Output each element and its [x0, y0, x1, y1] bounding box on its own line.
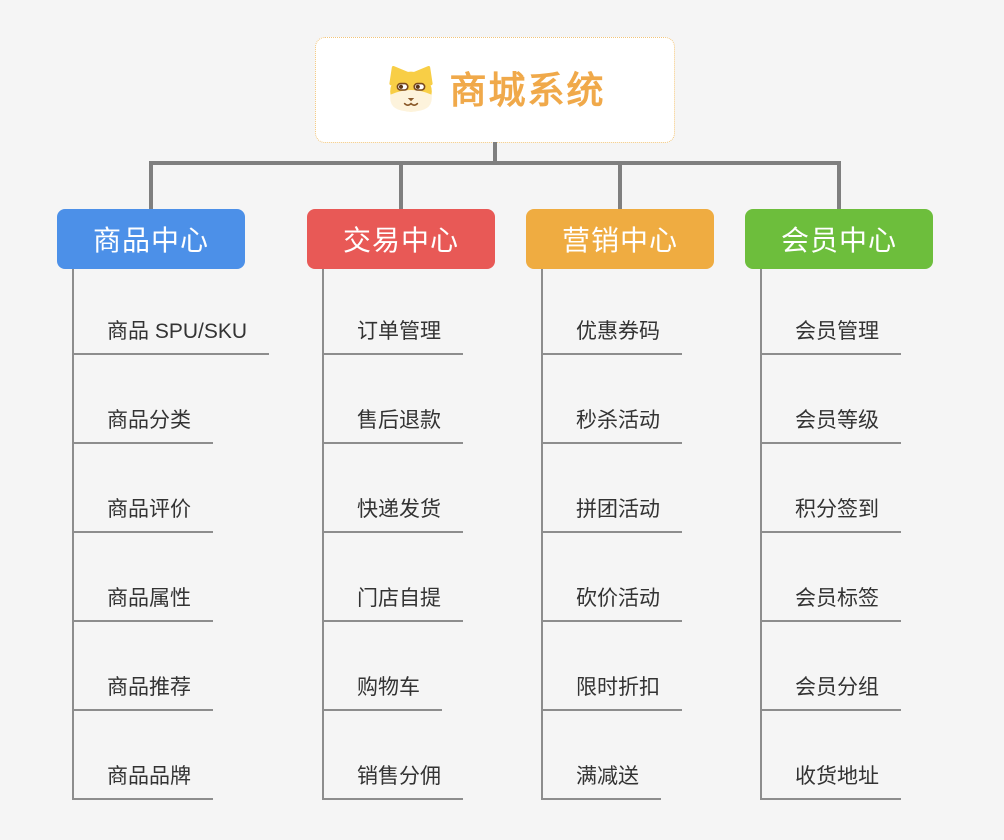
branch-topic-marketing-center[interactable]: 营销中心 [526, 209, 714, 269]
subtopic-store-pickup[interactable]: 门店自提 [322, 587, 463, 622]
connector-root-drop [493, 142, 497, 163]
dog-face-icon [388, 66, 433, 112]
branch-topic-product-center[interactable]: 商品中心 [57, 209, 245, 269]
subtopic-product-attribute[interactable]: 商品属性 [72, 587, 213, 622]
subtopic-member-management[interactable]: 会员管理 [760, 320, 901, 355]
subtopic-shopping-cart[interactable]: 购物车 [322, 676, 442, 711]
branch-topic-trade-center[interactable]: 交易中心 [307, 209, 495, 269]
connector-drop-branch-1 [149, 163, 153, 210]
connector-drop-branch-4 [837, 163, 841, 210]
branch-trunk-line [760, 269, 762, 800]
subtopic-flash-sale[interactable]: 秒杀活动 [541, 409, 682, 444]
subtopic-member-level[interactable]: 会员等级 [760, 409, 901, 444]
subtopic-bargain-activity[interactable]: 砍价活动 [541, 587, 682, 622]
subtopic-group-buy[interactable]: 拼团活动 [541, 498, 682, 533]
subtopic-order-management[interactable]: 订单管理 [322, 320, 463, 355]
branch-trunk-line [541, 269, 543, 800]
branch-topic-member-center[interactable]: 会员中心 [745, 209, 933, 269]
branch-items-member-center: 会员管理 会员等级 积分签到 会员标签 会员分组 收货地址 [760, 266, 901, 800]
connector-drop-branch-2 [399, 163, 403, 210]
branch-items-product-center: 商品 SPU/SKU 商品分类 商品评价 商品属性 商品推荐 商品品牌 [72, 266, 270, 800]
subtopic-member-tag[interactable]: 会员标签 [760, 587, 901, 622]
root-topic[interactable]: 商城系统 [315, 37, 675, 143]
subtopic-product-recommend[interactable]: 商品推荐 [72, 676, 213, 711]
subtopic-aftersale-refund[interactable]: 售后退款 [322, 409, 463, 444]
connector-bus [149, 161, 841, 165]
subtopic-member-group[interactable]: 会员分组 [760, 676, 901, 711]
branch-items-marketing-center: 优惠券码 秒杀活动 拼团活动 砍价活动 限时折扣 满减送 [541, 266, 682, 800]
subtopic-full-reduction[interactable]: 满减送 [541, 765, 661, 800]
subtopic-points-checkin[interactable]: 积分签到 [760, 498, 901, 533]
subtopic-limited-time-discount[interactable]: 限时折扣 [541, 676, 682, 711]
subtopic-shipping-address[interactable]: 收货地址 [760, 765, 901, 800]
subtopic-product-spu-sku[interactable]: 商品 SPU/SKU [72, 320, 270, 355]
subtopic-product-category[interactable]: 商品分类 [72, 409, 213, 444]
subtopic-sales-commission[interactable]: 销售分佣 [322, 765, 463, 800]
subtopic-express-delivery[interactable]: 快递发货 [322, 498, 463, 533]
subtopic-product-review[interactable]: 商品评价 [72, 498, 213, 533]
branch-trunk-line [72, 269, 74, 800]
root-topic-label: 商城系统 [449, 69, 606, 111]
subtopic-product-brand[interactable]: 商品品牌 [72, 765, 213, 800]
connector-drop-branch-3 [618, 163, 622, 210]
subtopic-coupon-code[interactable]: 优惠券码 [541, 320, 682, 355]
branch-items-trade-center: 订单管理 售后退款 快递发货 门店自提 购物车 销售分佣 [322, 266, 463, 800]
branch-trunk-line [322, 269, 324, 800]
